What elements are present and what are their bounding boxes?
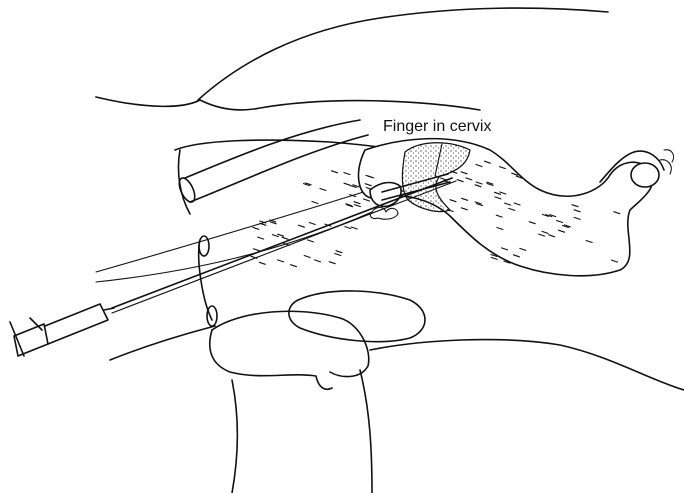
tissue-dash <box>344 183 350 185</box>
rectum-tube-end <box>176 176 198 205</box>
finger-tip-clusters <box>370 208 398 220</box>
tissue-dash <box>315 260 321 262</box>
tissue-dash <box>298 225 304 227</box>
catheter <box>112 178 452 308</box>
tissue-dash <box>320 189 326 191</box>
tissue-dash <box>364 199 370 201</box>
tissue-dash <box>307 240 313 242</box>
finger-in-cervix-label: Finger in cervix <box>383 118 491 135</box>
syringe-barrel <box>40 304 108 344</box>
uterus-body <box>358 139 652 276</box>
back-contour <box>198 8 608 100</box>
syringe <box>10 304 114 356</box>
anal-opening <box>207 306 217 326</box>
syringe-tip <box>104 308 114 310</box>
tissue-dash <box>272 235 278 237</box>
tissue-dash <box>278 234 284 236</box>
upper-body-contour <box>96 97 200 106</box>
thigh-upper <box>110 326 215 360</box>
tissue-dash <box>260 223 266 225</box>
tissue-dash <box>336 251 342 253</box>
abdominal-wall <box>200 100 480 110</box>
leg-front <box>232 380 237 493</box>
vaginal-wall-lower <box>96 212 372 282</box>
tissue-dash <box>345 227 351 229</box>
tissue-dash <box>259 262 265 264</box>
abdomen-lower-right <box>370 340 684 390</box>
introitus <box>199 236 209 256</box>
pubic-lower <box>210 330 332 389</box>
rectum-tube-lower <box>190 135 368 202</box>
fimbria <box>660 150 674 174</box>
tissue-dash <box>282 237 288 239</box>
tissue-dash <box>312 202 318 204</box>
rectum-tube-upper <box>185 120 360 178</box>
tissue-dash <box>344 173 350 175</box>
bladder <box>289 291 425 342</box>
tissue-dash <box>355 205 361 207</box>
tissue-dash <box>332 171 338 173</box>
tissue-dash <box>253 227 259 229</box>
leg-back <box>360 370 372 493</box>
catheter-inner <box>112 181 456 313</box>
tissue-dash <box>335 254 341 256</box>
tissue-dash <box>329 262 335 264</box>
tissue-dash <box>258 237 264 239</box>
tissue-dash <box>354 202 360 204</box>
ovary <box>631 163 659 187</box>
tissue-dash <box>291 265 297 267</box>
tissue-dash <box>254 249 260 251</box>
vaginal-wall-upper <box>96 190 370 272</box>
syringe-plunger <box>14 324 48 356</box>
tissue-dash <box>278 260 284 262</box>
tissue-dash <box>309 223 315 225</box>
tissue-dash <box>491 257 497 259</box>
tissue-dash <box>351 227 357 229</box>
tissue-dash <box>304 256 310 258</box>
